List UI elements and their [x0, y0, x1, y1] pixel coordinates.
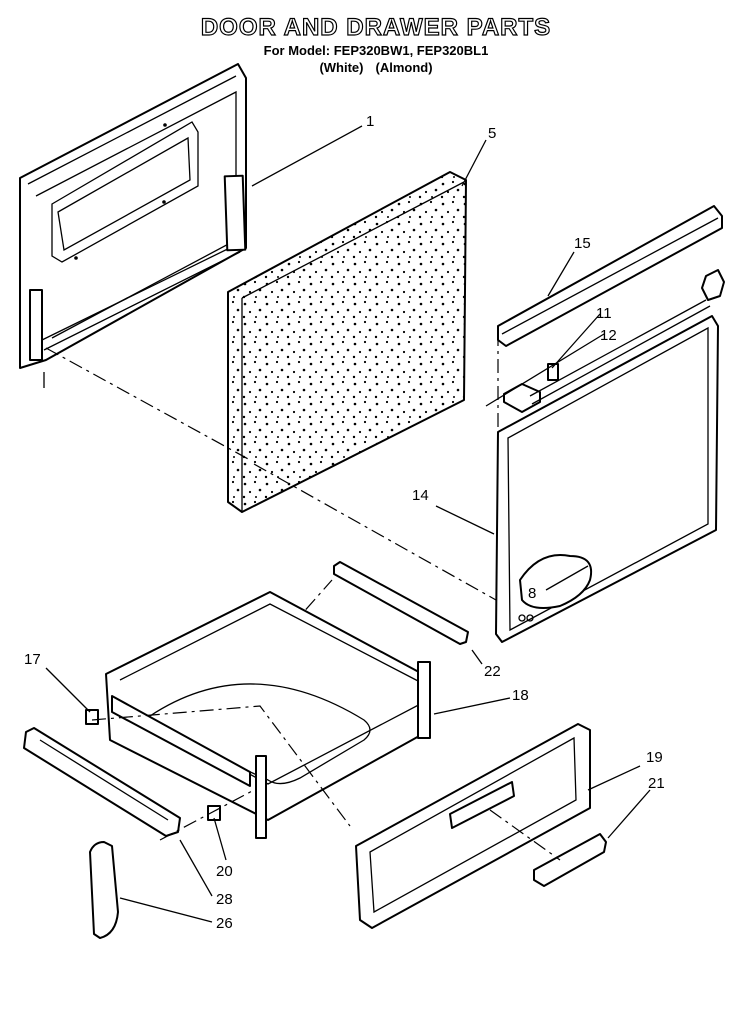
callout-5: 5: [488, 125, 496, 142]
callout-21: 21: [648, 775, 665, 792]
callout-8: 8: [528, 585, 536, 602]
model-line: For Model: FEP320BW1, FEP320BL1: [263, 43, 489, 58]
callout-22: 22: [484, 663, 501, 680]
drawer-handle: [533, 833, 607, 887]
callout-11: 11: [596, 305, 612, 322]
callout-28: 28: [216, 891, 233, 908]
leader-lines: [45, 125, 651, 923]
callout-19: 19: [646, 749, 663, 766]
diagram-title: DOOR AND DRAWER PARTS: [200, 13, 552, 41]
callout-18: 18: [512, 687, 529, 704]
drawer-front-panel: [355, 723, 591, 929]
door-top-trim: [497, 205, 723, 347]
inner-door-panel: [19, 63, 247, 388]
callout-15: 15: [574, 235, 591, 252]
callout-17: 17: [24, 651, 41, 668]
callout-1: 1: [366, 113, 374, 130]
insulation-panel: [227, 171, 467, 513]
door-brackets: [503, 269, 725, 413]
callout-14: 14: [412, 487, 429, 504]
callout-20: 20: [216, 863, 233, 880]
color-white: (White): [319, 60, 364, 75]
callout-26: 26: [216, 915, 233, 932]
color-line: (White) (Almond): [0, 60, 752, 75]
callout-12: 12: [600, 327, 617, 344]
drawer-box: [105, 591, 431, 839]
end-cap: [89, 841, 119, 939]
drawer-clip-17: [85, 709, 99, 725]
outer-door-frame: [495, 315, 719, 643]
color-almond: (Almond): [375, 60, 433, 75]
drawer-side-rail: [23, 727, 181, 837]
